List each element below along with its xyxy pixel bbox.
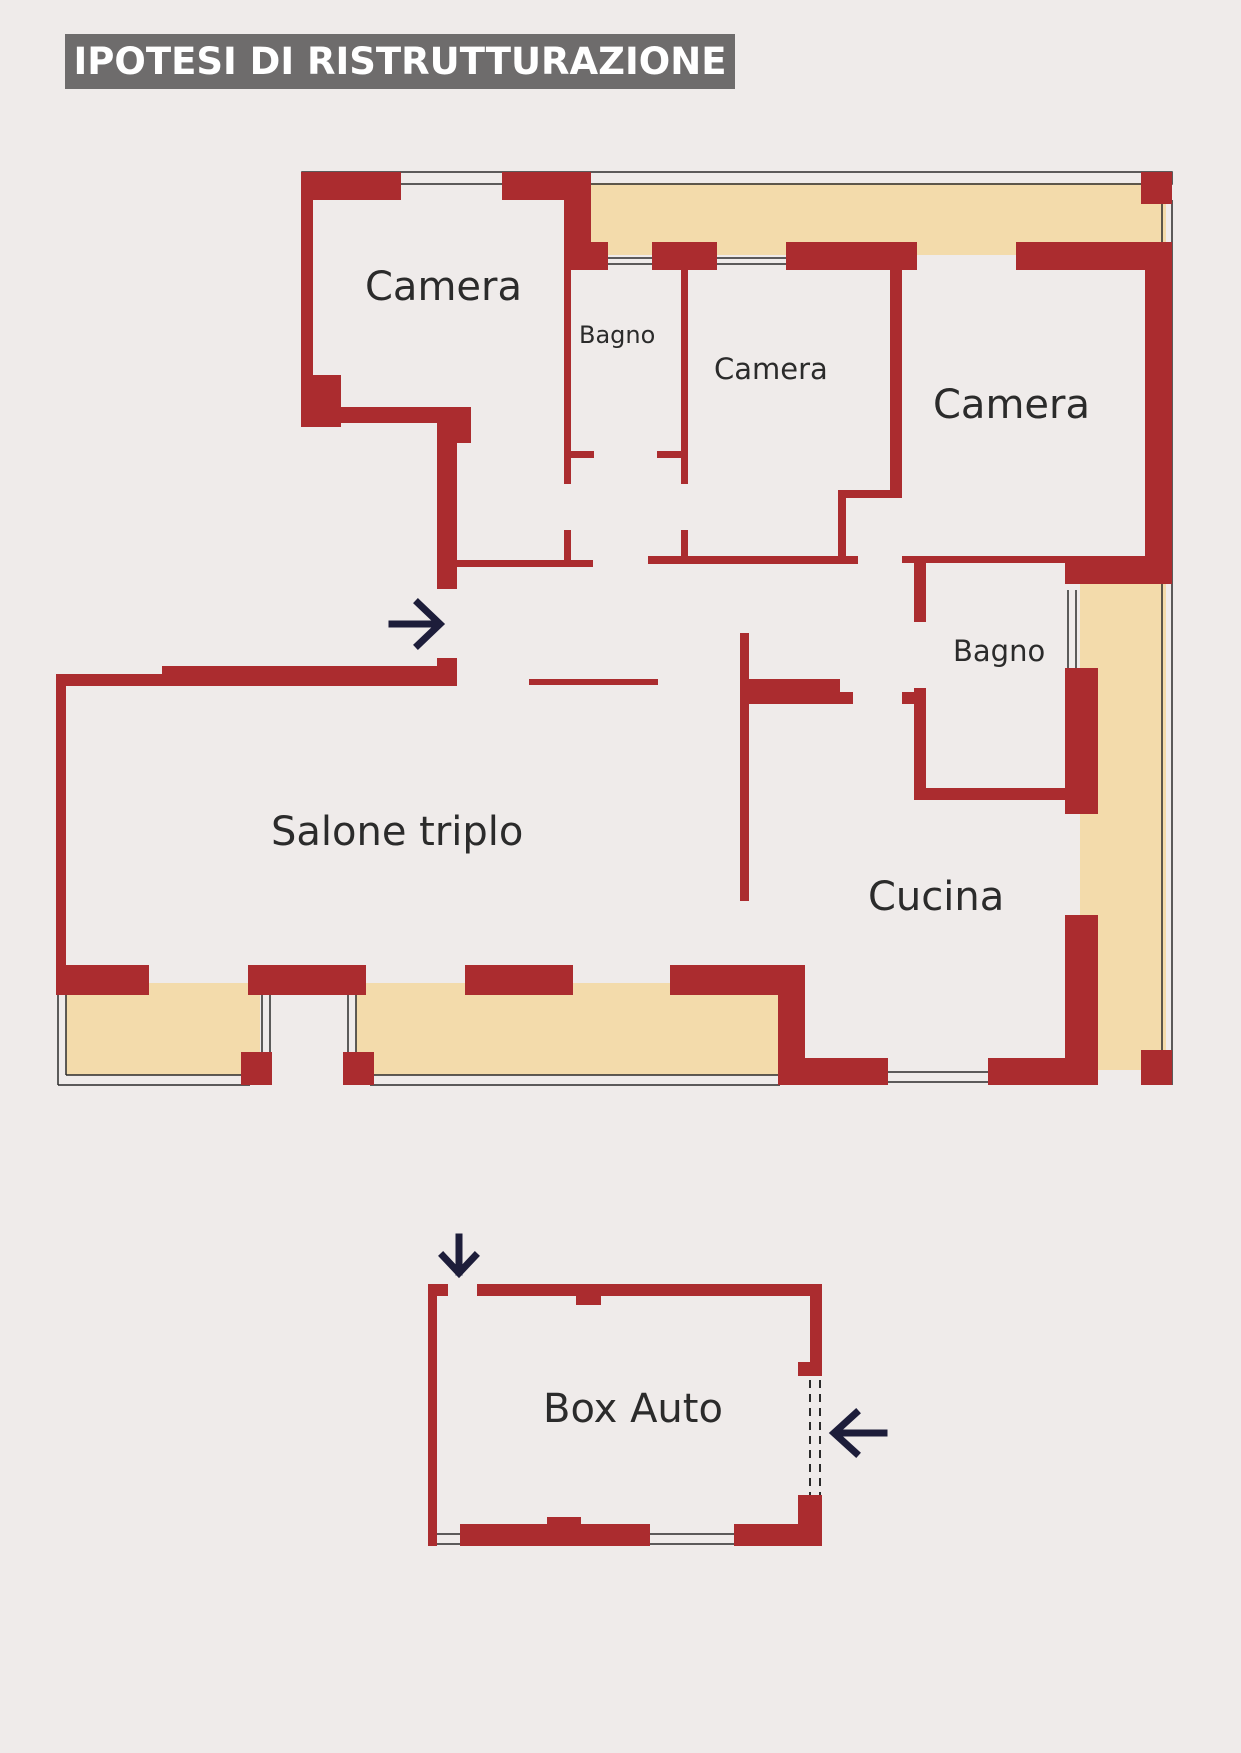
- room-label-cucina: Cucina: [868, 874, 1004, 920]
- arrow-left-icon: [828, 1408, 888, 1458]
- balcony-bottom-left: [66, 983, 260, 1075]
- room-label-bagno-2: Bagno: [953, 634, 1045, 668]
- room-label-camera-2: Camera: [714, 352, 828, 386]
- room-label-bagno-1: Bagno: [579, 321, 655, 349]
- balcony-railings: [57, 171, 1173, 1086]
- balcony-bottom-mid: [356, 983, 778, 1075]
- room-label-camera-1: Camera: [365, 264, 522, 310]
- room-label-camera-3: Camera: [933, 382, 1090, 428]
- page-title: IPOTESI DI RISTRUTTURAZIONE: [73, 40, 727, 83]
- balconies: [66, 183, 1166, 1075]
- room-labels: Camera Bagno Camera Camera Bagno Salone …: [271, 264, 1090, 1432]
- room-label-box-auto: Box Auto: [543, 1386, 723, 1432]
- walls: [56, 172, 1172, 1085]
- arrow-down-icon: [438, 1233, 480, 1279]
- title-banner: IPOTESI DI RISTRUTTURAZIONE: [65, 34, 735, 89]
- box-auto: [428, 1284, 822, 1546]
- arrow-right-icon: [388, 598, 446, 650]
- room-label-salone: Salone triplo: [271, 809, 523, 855]
